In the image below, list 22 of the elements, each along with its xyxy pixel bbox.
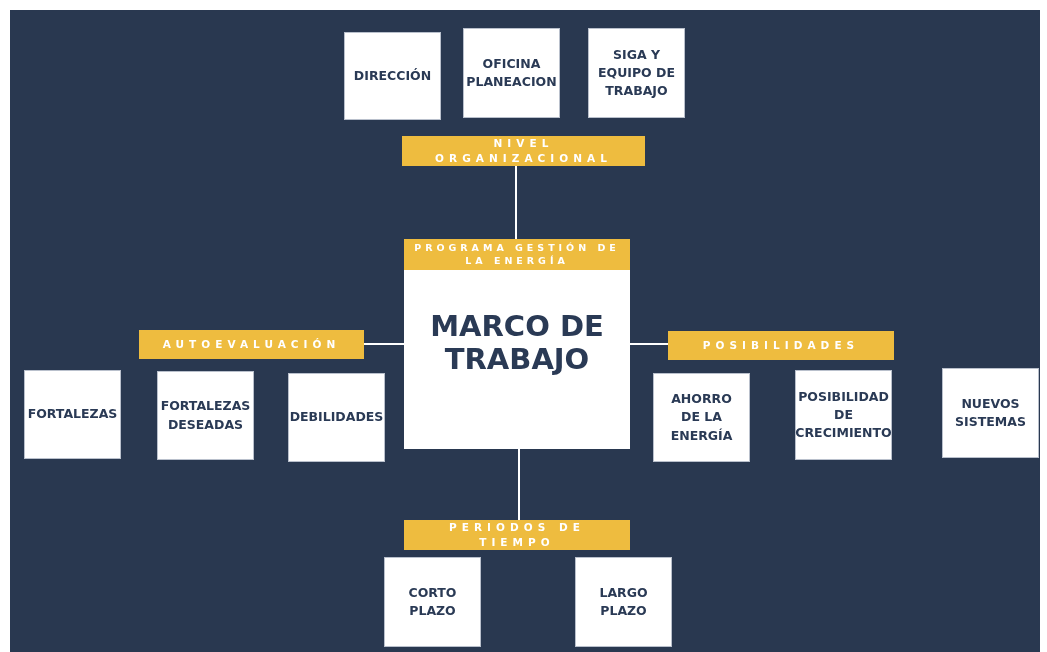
- item-box: AHORRO DE LA ENERGÍA: [653, 373, 750, 462]
- connector-line: [518, 448, 520, 521]
- item-box: CORTO PLAZO: [384, 557, 481, 647]
- item-box: SIGA Y EQUIPO DE TRABAJO: [588, 28, 685, 118]
- category-label: PERIODOS DE TIEMPO: [404, 520, 630, 550]
- category-label: NIVEL ORGANIZACIONAL: [402, 136, 645, 166]
- item-box: FORTALEZAS DESEADAS: [157, 371, 254, 460]
- item-box: POSIBILIDAD DE CRECIMIENTO: [795, 370, 892, 460]
- category-label: AUTOEVALUACIÓN: [139, 330, 364, 359]
- item-box: OFICINA PLANEACION: [463, 28, 560, 118]
- item-box: LARGO PLAZO: [575, 557, 672, 647]
- connector-line: [629, 343, 669, 345]
- item-box: DEBILIDADES: [288, 373, 385, 462]
- connector-line: [515, 165, 517, 240]
- main-box: [404, 239, 630, 449]
- main-title: MARCO DE TRABAJO: [429, 309, 605, 377]
- category-label: POSIBILIDADES: [668, 331, 894, 360]
- connector-line: [363, 343, 405, 345]
- item-box: NUEVOS SISTEMAS: [942, 368, 1039, 458]
- header-band: PROGRAMA GESTIÓN DE LA ENERGÍA: [404, 239, 630, 270]
- item-box: DIRECCIÓN: [344, 32, 441, 120]
- item-box: FORTALEZAS: [24, 370, 121, 459]
